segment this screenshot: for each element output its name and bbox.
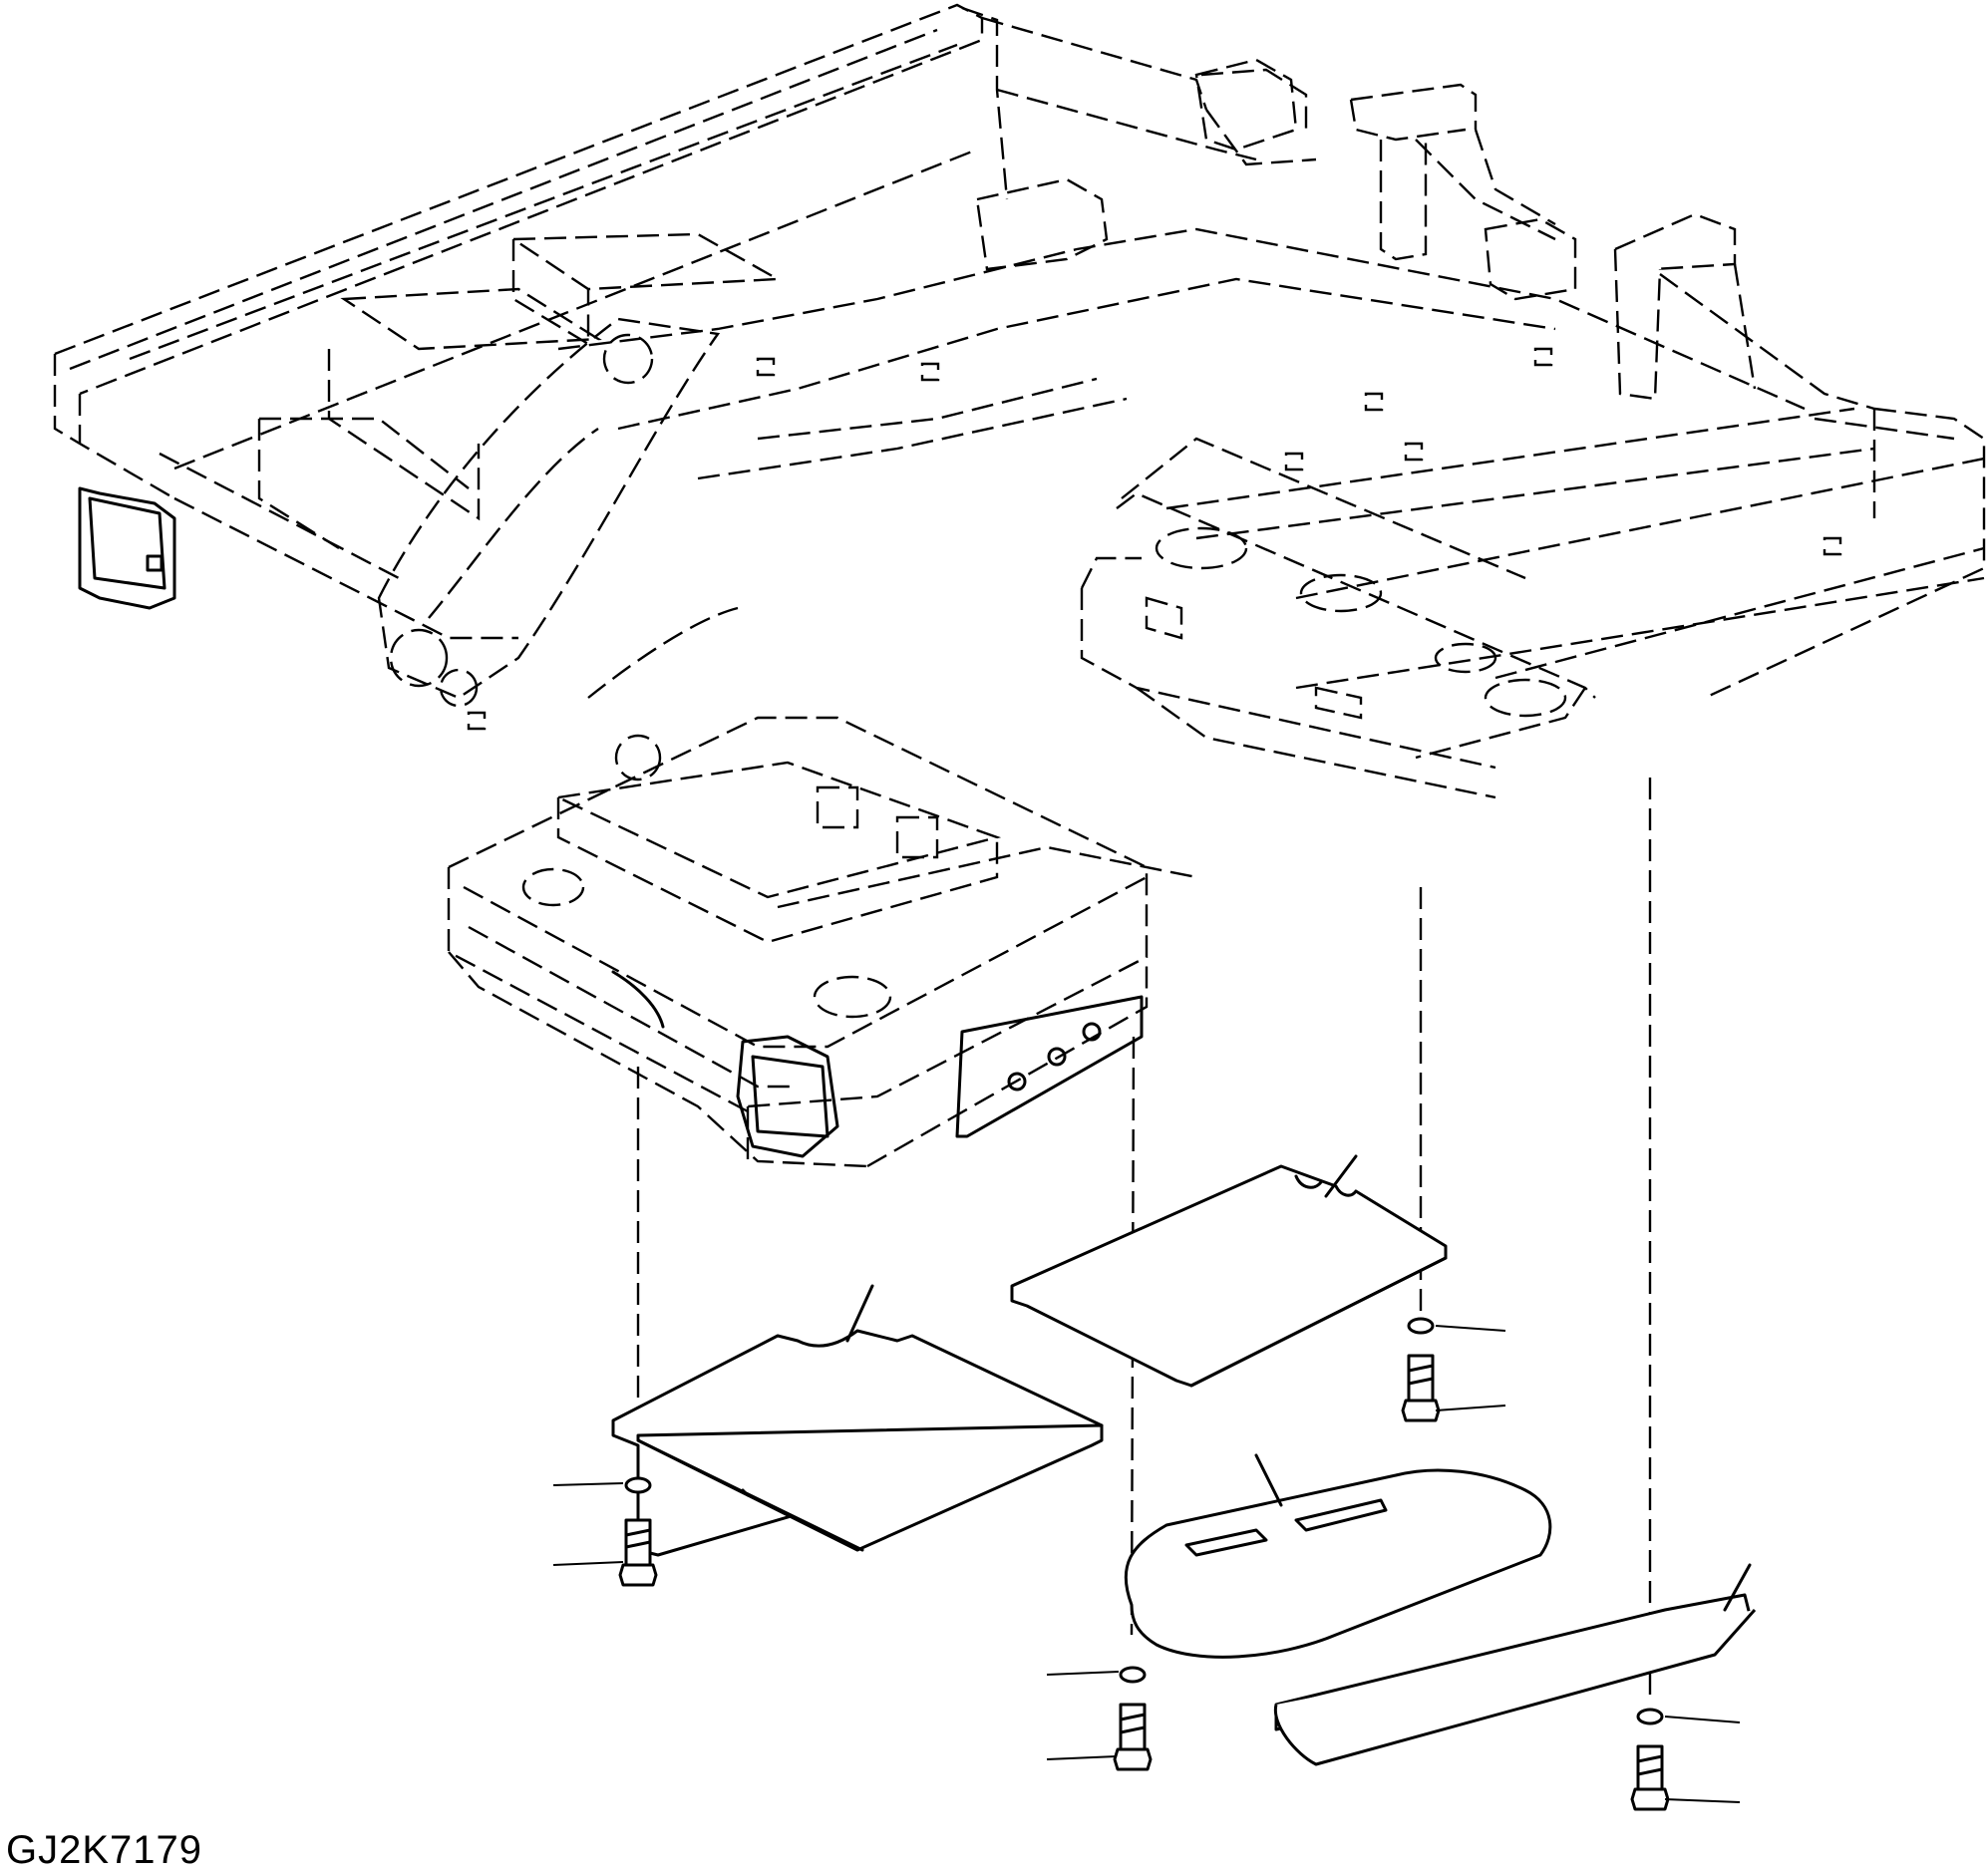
- cover-plate-upper: [1010, 1154, 1448, 1388]
- drawing-code-label: GJ2K7179: [6, 1828, 203, 1872]
- leader-lines: [552, 1325, 1741, 1803]
- cover-plate-left: [611, 1284, 1104, 1557]
- fasteners: [618, 1317, 1670, 1811]
- oval-cover-plate: [1124, 1453, 1552, 1659]
- track-frame: [53, 3, 1986, 1168]
- strip-cover-plate: [1273, 1563, 1757, 1766]
